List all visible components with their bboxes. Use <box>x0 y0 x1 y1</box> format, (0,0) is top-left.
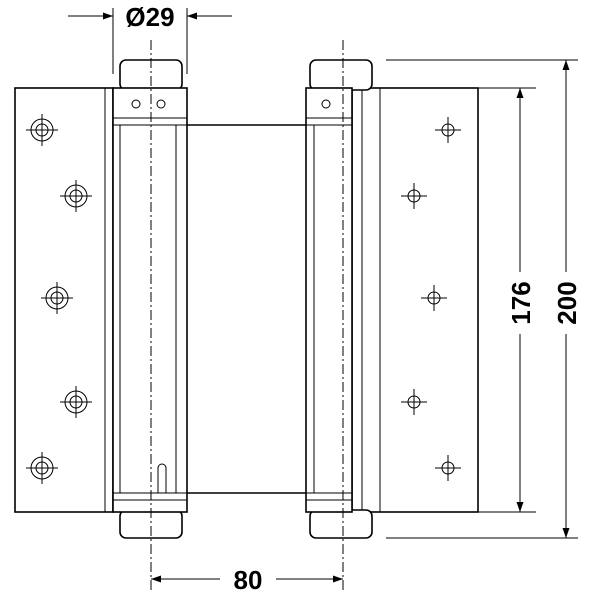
screw-hole-icon <box>401 389 427 415</box>
screw-hole-icon <box>435 117 461 143</box>
screw-hole-icon <box>401 183 427 209</box>
screw-hole-icon <box>41 282 73 314</box>
screw-hole-icon <box>421 285 447 311</box>
screw-hole-icon <box>60 180 92 212</box>
left-screw-holes <box>26 114 92 484</box>
width-label: 80 <box>234 565 263 595</box>
right-screw-holes <box>401 117 461 481</box>
adjustment-slot <box>157 463 167 493</box>
inner-height-label: 176 <box>506 281 536 324</box>
barrel-pin-hole <box>156 99 166 109</box>
screw-hole-icon <box>26 114 58 146</box>
right-spring-barrel <box>305 59 373 539</box>
center-bridge <box>185 124 308 494</box>
width-dimension: 80 <box>151 565 343 595</box>
diameter-dimension: Ø29 <box>68 2 232 74</box>
left-leaf-plate <box>14 87 114 513</box>
diameter-label: Ø29 <box>125 2 174 32</box>
barrel-pin-hole <box>321 99 331 109</box>
left-spring-barrel <box>112 59 188 539</box>
height-dimensions: 176 200 <box>386 59 582 539</box>
screw-hole-icon <box>60 386 92 418</box>
screw-hole-icon <box>435 455 461 481</box>
barrel-pin-hole <box>131 99 141 109</box>
right-leaf-plate <box>351 87 479 513</box>
overall-height-label: 200 <box>552 281 582 324</box>
screw-hole-icon <box>26 452 58 484</box>
